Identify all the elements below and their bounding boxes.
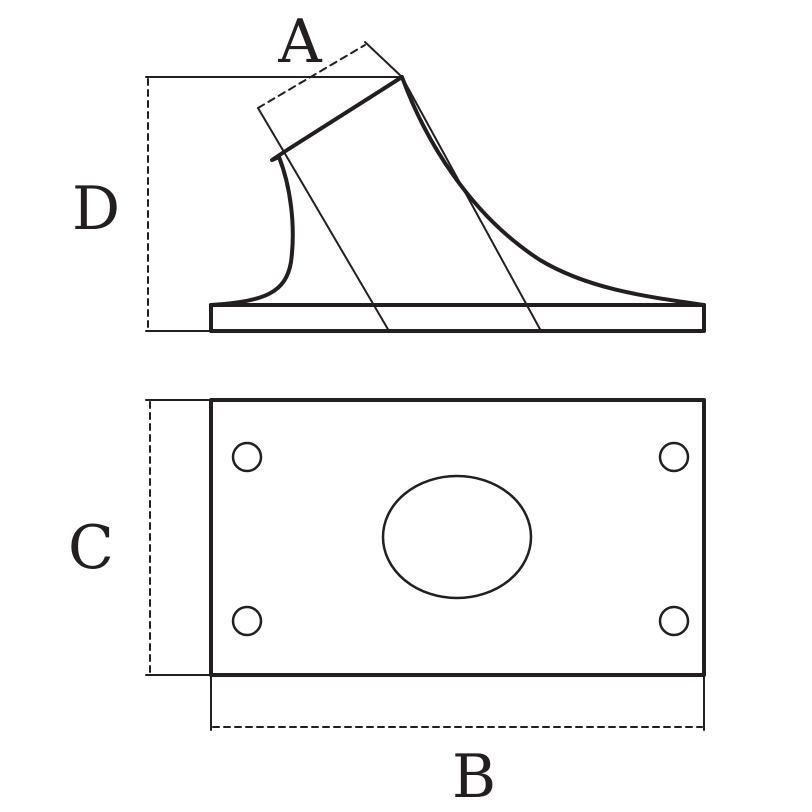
tube-inner-line-right [401,76,542,332]
dim-label-a: A [277,7,322,77]
mount-hole-bottom-right [658,605,690,637]
center-hole [381,474,533,600]
mount-hole-top-left [231,441,263,473]
base-plate-top [209,398,706,677]
tube-inner-line-left [283,151,390,332]
tube-top-edge [282,75,404,154]
dim-a-extension-left [257,107,285,153]
dim-label-d: D [72,174,120,244]
top-view [145,398,706,731]
dim-label-c: C [68,513,114,583]
mount-hole-top-right [658,441,690,473]
bracket-profile [209,75,706,307]
dim-label-b: B [452,742,496,812]
base-plate-side [209,303,706,333]
dim-a-extension-right [364,41,403,78]
mount-hole-bottom-left [231,605,263,637]
side-view [145,41,706,333]
